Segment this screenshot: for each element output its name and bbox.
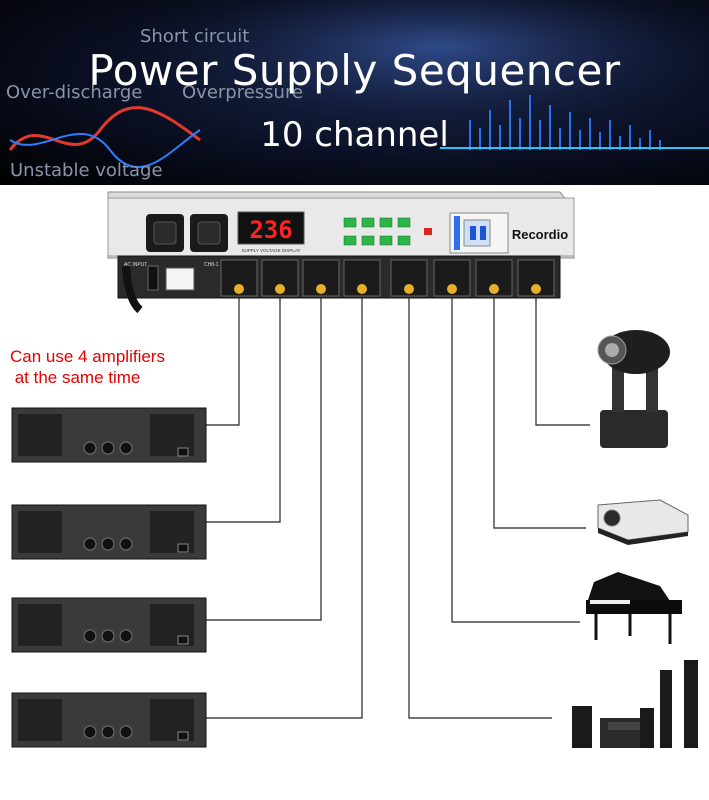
hazard-short-circuit: Short circuit <box>140 26 250 47</box>
amplifier-3 <box>11 597 207 653</box>
projector-icon <box>597 499 689 545</box>
ac-input-label: AC INPUT <box>124 262 147 268</box>
wire-moving-head <box>535 298 590 426</box>
sequencer-unit: 236 SUPPLY VOLTAGE DISPLAY Recordio AC I… <box>107 191 575 314</box>
voltage-readout: 236 <box>249 216 292 244</box>
page-subtitle: 10 channel <box>260 115 449 155</box>
top-socket-left <box>146 214 184 252</box>
rear-socket-7 <box>475 259 513 297</box>
wire-amp-1 <box>206 298 240 426</box>
amplifier-2 <box>11 504 207 560</box>
channel-indicator-grid <box>343 217 411 246</box>
header-banner: Short circuit Over-discharge Overpressur… <box>0 0 709 185</box>
breaker-module <box>449 212 509 254</box>
home-theater-speakers-icon <box>572 660 698 748</box>
display-caption: SUPPLY VOLTAGE DISPLAY <box>241 248 300 253</box>
fuse-holder <box>147 265 159 291</box>
rear-socket-3 <box>302 259 340 297</box>
rear-socket-8 <box>517 259 555 297</box>
brand-label: Recordio <box>512 227 568 242</box>
hazard-overpressure: Overpressure <box>182 82 304 103</box>
hazard-over-discharge: Over-discharge <box>6 82 143 103</box>
wire-amp-4 <box>206 298 363 719</box>
note-line-1: Can use 4 amplifiers <box>10 347 165 366</box>
wire-amp-2 <box>206 298 281 523</box>
power-cord <box>122 265 143 314</box>
grand-piano-icon <box>586 572 682 644</box>
rear-socket-6 <box>433 259 471 297</box>
wire-piano <box>451 298 580 623</box>
rear-socket-1 <box>220 259 258 297</box>
top-socket-right <box>190 214 228 252</box>
rear-socket-4 <box>343 259 381 297</box>
wire-projector <box>493 298 586 529</box>
hazard-unstable-voltage: Unstable voltage <box>10 160 163 181</box>
wire-amp-3 <box>206 298 322 621</box>
power-indicator <box>424 228 432 235</box>
note-line-2: at the same time <box>10 368 141 387</box>
warning-label <box>165 267 195 291</box>
connection-wires <box>206 298 590 719</box>
rear-socket-2 <box>261 259 299 297</box>
channel-label: CH8-1 <box>204 262 219 268</box>
amplifier-4 <box>11 692 207 748</box>
moving-head-light-icon <box>597 330 670 448</box>
voltage-display: 236 SUPPLY VOLTAGE DISPLAY <box>237 211 305 253</box>
amplifier-note: Can use 4 amplifiers at the same time <box>10 346 165 388</box>
amplifier-1 <box>11 407 207 463</box>
page-title: Power Supply Sequencer <box>88 46 621 95</box>
banner-background <box>0 0 709 185</box>
rear-socket-5 <box>390 259 428 297</box>
wire-speakers <box>408 298 552 719</box>
